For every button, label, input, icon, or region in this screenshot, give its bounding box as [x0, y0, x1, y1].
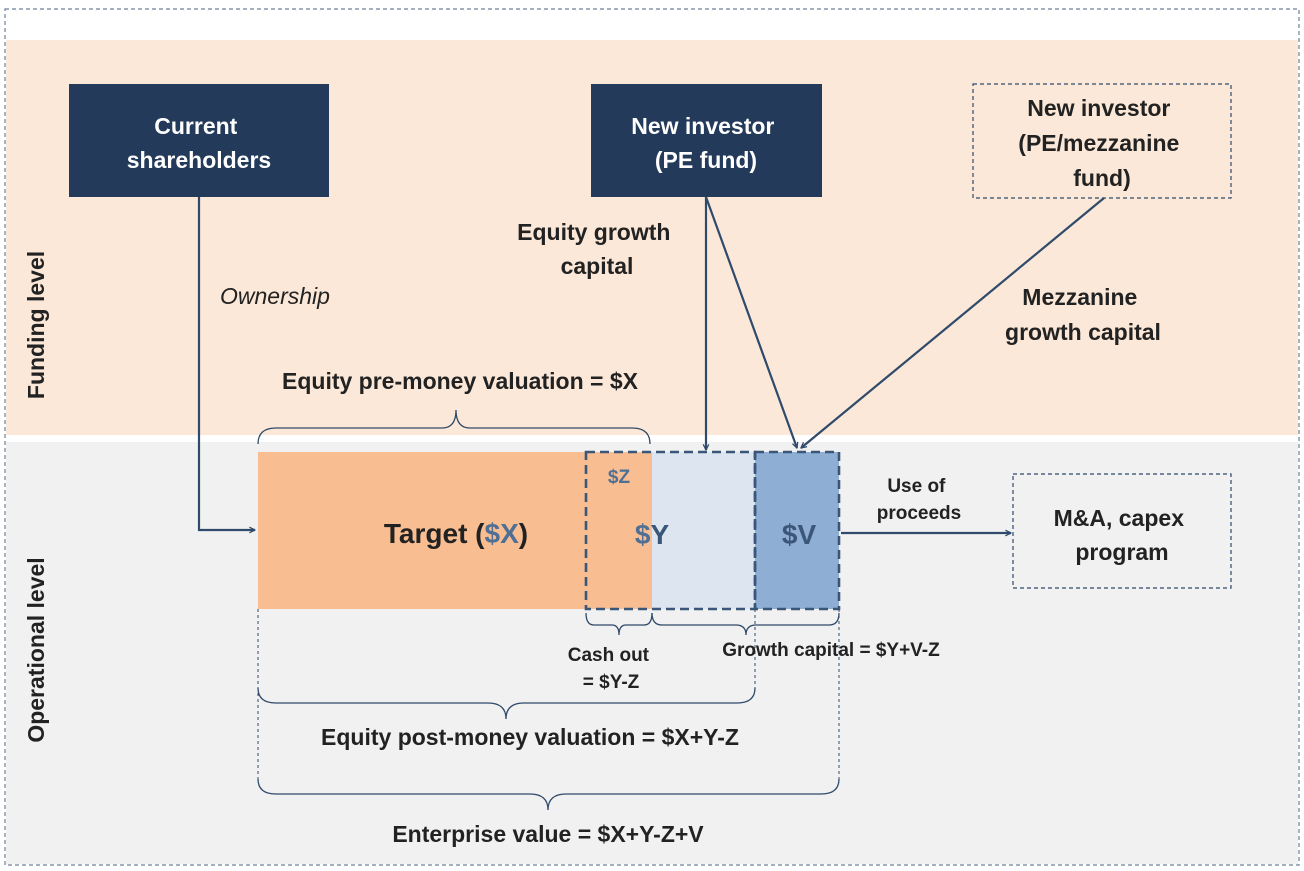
svg-text:M&A, capex program: M&A, capex program	[1054, 505, 1191, 565]
ownership-arrow	[197, 197, 255, 530]
mezzanine-label-line-2: growth capital	[1005, 319, 1161, 345]
svg-text:Current shareholders: Current shareholders	[127, 113, 271, 173]
growth-capital-brace	[651, 612, 840, 636]
current-shareholders-line-2: shareholders	[127, 147, 271, 173]
svg-text:New investor (PE fund): New investor (PE fund)	[631, 113, 781, 173]
v-label: $V	[782, 519, 817, 550]
enterprise-value-brace	[257, 778, 840, 811]
ma-capex-line-1: M&A, capex	[1054, 505, 1185, 531]
svg-text:Mezzanine growth capital: Mezzanine growth capital	[1005, 284, 1161, 345]
v-block-dashed-outline	[753, 450, 841, 611]
v-block	[755, 452, 839, 609]
svg-text:Equity growth capital: Equity growth capital	[517, 219, 677, 279]
cash-out-line-1: Cash out	[568, 645, 650, 666]
new-investor-mezz-line-3: fund)	[1073, 165, 1130, 191]
target-label-suffix: )	[519, 518, 528, 549]
growth-capital-label: Growth capital = $Y+V-Z	[722, 640, 940, 661]
pre-money-label: Equity pre-money valuation = $X	[282, 368, 639, 394]
mezzanine-label-line-1: Mezzanine	[1022, 284, 1137, 310]
equity-growth-arrow-to-v	[704, 196, 797, 448]
svg-text:New investor (PE/mezzani: New investor (PE/mezzanine fund)	[1018, 95, 1185, 191]
current-shareholders-line-1: Current	[154, 113, 237, 139]
svg-text:Use of proceeds: Use of proceeds	[877, 476, 961, 524]
new-investor-mezzanine-box: New investor (PE/mezzanine fund)	[972, 83, 1232, 199]
target-label-prefix: Target (	[384, 518, 485, 549]
pre-money-brace	[257, 409, 651, 445]
ma-capex-program-box: M&A, capex program	[1012, 473, 1232, 589]
equity-growth-label-line-2: capital	[561, 253, 634, 279]
y-label: $Y	[635, 519, 670, 550]
post-money-label: Equity post-money valuation = $X+Y-Z	[321, 724, 739, 750]
post-money-brace	[257, 687, 756, 720]
equity-growth-label-line-1: Equity growth	[517, 219, 670, 245]
new-investor-mezz-line-1: New investor	[1027, 95, 1170, 121]
enterprise-value-label: Enterprise value = $X+Y-Z+V	[392, 821, 704, 847]
mezzanine-growth-arrow	[801, 197, 1105, 448]
y-block	[652, 452, 755, 609]
ma-capex-line-2: program	[1075, 539, 1168, 565]
y-label-suffix: Y	[650, 519, 669, 550]
cash-out-brace	[585, 612, 653, 636]
cash-out-line-2: = $Y-Z	[583, 672, 640, 693]
svg-text:Cash out = $Y-Z: Cash out = $Y-Z	[568, 645, 655, 693]
new-investor-pe-box: New investor (PE fund)	[591, 84, 822, 197]
target-label-value: $X	[485, 518, 520, 549]
use-of-proceeds-line-2: proceeds	[877, 503, 961, 524]
y-label-prefix: $	[635, 519, 651, 550]
outer-frame	[4, 8, 1300, 866]
target-label: Target ($X)	[384, 518, 528, 549]
ownership-label: Ownership	[220, 283, 330, 309]
funding-level-label: Funding level	[23, 251, 49, 399]
operational-level-label: Operational level	[23, 557, 49, 742]
new-investor-pe-line-2: (PE fund)	[655, 147, 757, 173]
z-label: $Z	[608, 467, 631, 488]
current-shareholders-box: Current shareholders	[69, 84, 329, 197]
new-investor-pe-line-1: New investor	[631, 113, 774, 139]
new-investor-mezz-line-2: (PE/mezzanine	[1018, 130, 1179, 156]
use-of-proceeds-line-1: Use of	[887, 476, 946, 497]
y-block-dashed-outline	[584, 450, 757, 611]
